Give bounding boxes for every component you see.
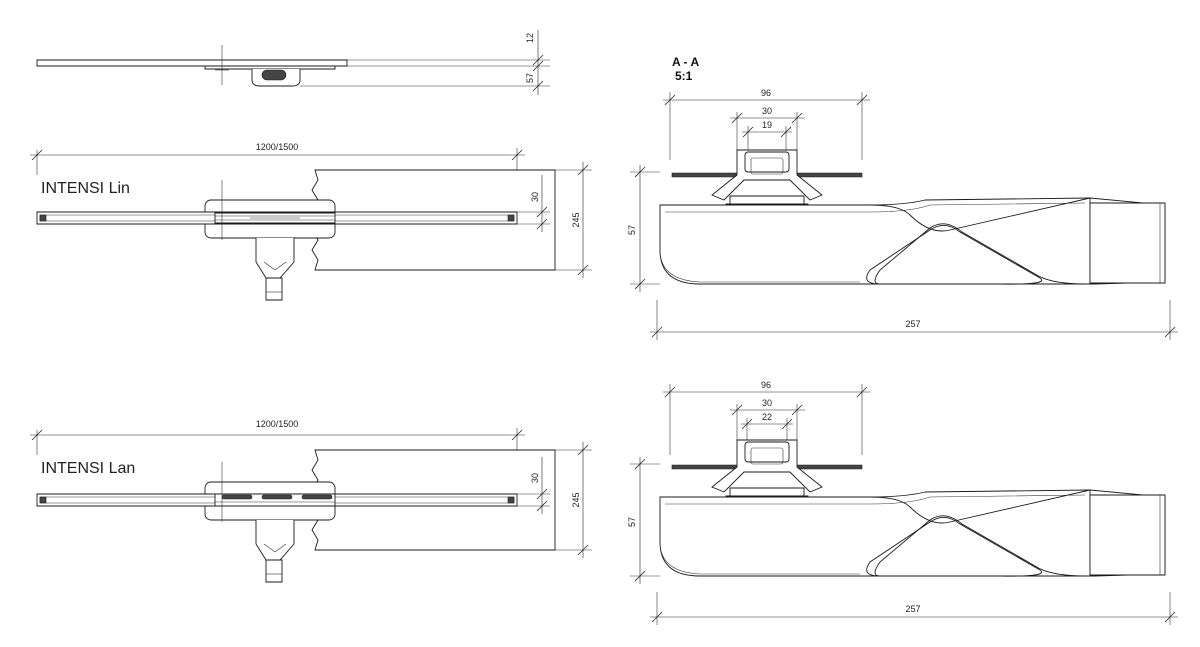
dim-height-label-section-lower: 57 <box>627 517 637 527</box>
dim-flange-label-lower: 96 <box>761 380 771 390</box>
dim-height-label-section: 57 <box>627 225 637 235</box>
dim-length-label-section-lower: 257 <box>905 604 920 614</box>
dim-width-label: 30 <box>530 192 540 202</box>
plan-view-lan: 1200/1500 INTENSI Lan 30 245 <box>30 419 592 582</box>
plan-view-lin: 1200/1500 INTENSI Lin 30 24 <box>30 142 592 300</box>
dim-depth-label-lan: 245 <box>571 492 581 507</box>
dim-depth-label: 245 <box>571 212 581 227</box>
dim-inner-label: 19 <box>762 120 772 130</box>
dim-outer-label-lower: 30 <box>762 398 772 408</box>
dim-outer-label: 30 <box>762 106 772 116</box>
dim-length-label: 1200/1500 <box>256 142 299 152</box>
side-view-top: 12 57 <box>37 30 550 95</box>
dim-inner-label-lower: 22 <box>762 412 772 422</box>
section-scale: 5:1 <box>675 69 693 83</box>
dim-width-label-lan: 30 <box>530 473 540 483</box>
section-view-upper: A - A 5:1 96 30 19 <box>627 55 1178 340</box>
section-view-lower: 96 30 22 57 <box>627 380 1178 625</box>
dim-thickness-label: 12 <box>525 33 535 43</box>
dim-height-label: 57 <box>525 73 535 83</box>
dim-length-label-section: 257 <box>905 319 920 329</box>
dim-flange-label: 96 <box>761 88 771 98</box>
dim-length-label-lan: 1200/1500 <box>256 419 299 429</box>
product-label-lin: INTENSI Lin <box>41 180 130 197</box>
section-title: A - A <box>672 55 699 69</box>
product-label-lan: INTENSI Lan <box>41 460 135 477</box>
